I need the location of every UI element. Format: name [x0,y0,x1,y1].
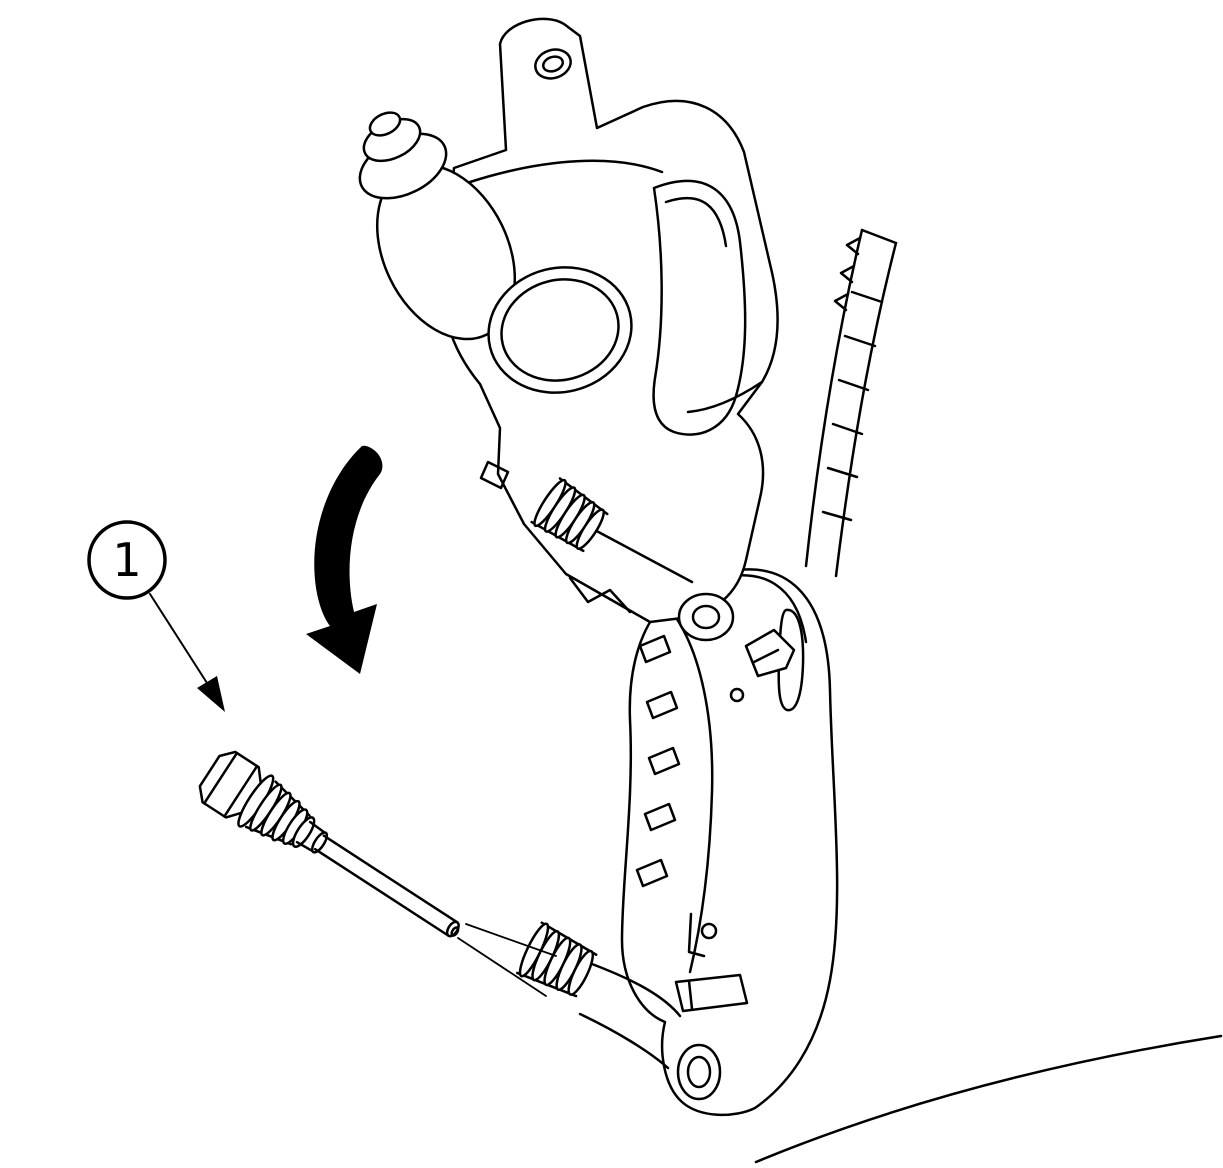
pad-abutment [643,802,677,832]
callout-circle [87,520,167,600]
bracket-lug [674,973,749,1013]
hinge-boss [677,592,735,642]
pad-abutment [647,746,681,776]
pad-abutment [645,690,679,720]
bridge-window [652,179,747,436]
caliper-bracket [620,568,839,1117]
callout-1: 1 [87,520,225,712]
lower-guide-pin-boot [515,921,682,1070]
rotor-bottom-arc [754,1034,1223,1164]
pad-abutment [638,634,672,664]
upper-guide-pin-boot [530,477,609,553]
bracket-mount-hole [676,1043,722,1101]
alignment-lines [457,923,557,997]
pad-abutment [635,858,669,888]
bolt-rib [291,816,316,848]
callout-number: 1 [112,533,141,587]
rotation-arrow [306,445,383,674]
bolt-shaft [322,834,459,924]
piston-bore [487,266,633,394]
mounting-ear-hole [534,48,572,80]
piston-cylinder-boss [358,111,517,341]
leader-line [149,593,208,684]
brake-rotor-edge [754,228,1223,1164]
leader-arrowhead [197,676,225,712]
guide-pin-bolt [198,750,460,938]
